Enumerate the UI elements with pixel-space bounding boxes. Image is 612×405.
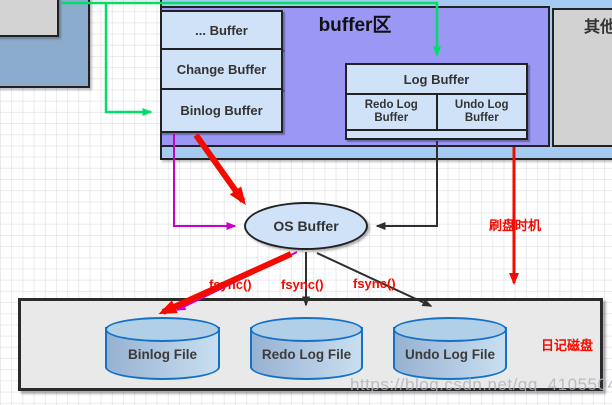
disk-label: 日记磁盘 <box>541 338 594 353</box>
log-buffer-title: Log Buffer <box>347 65 526 95</box>
os-buffer-ellipse: OS Buffer <box>244 202 368 250</box>
cylinder-top <box>105 317 220 342</box>
fsync-label-redo: fsync() <box>281 277 324 292</box>
redo-log-buffer-box: Redo Log Buffer <box>364 98 418 124</box>
background-window-titlebar <box>0 0 59 37</box>
undo-log-file-cylinder: Undo Log File <box>393 317 507 380</box>
redo-log-file-cylinder: Redo Log File <box>250 317 363 380</box>
fsync-label-binlog: fsync() <box>209 277 252 292</box>
binlog-file-cylinder: Binlog File <box>105 317 220 380</box>
log-buffer-box: Log Buffer Redo Log Buffer Undo Log Buff… <box>345 63 528 140</box>
redo-log-file-label: Redo Log File <box>261 347 352 362</box>
cylinder-top <box>393 317 507 342</box>
binlog-buffer-box: Binlog Buffer <box>160 88 283 133</box>
undo-log-file-label: Undo Log File <box>405 347 495 362</box>
change-buffer-box: Change Buffer <box>160 48 283 90</box>
flush-timing-label: 刷盘时机 <box>488 218 541 233</box>
undo-log-buffer-box: Undo Log Buffer <box>435 95 527 129</box>
binlog-file-label: Binlog File <box>128 347 197 362</box>
fsync-label-undo: fsync() <box>353 276 396 291</box>
log-buffer-row: Redo Log Buffer Undo Log Buffer <box>347 95 526 131</box>
other-box: 其他 <box>552 8 612 147</box>
log-buffer-strip <box>347 131 526 138</box>
green-arrow-to-binlog-buffer <box>104 4 153 116</box>
misc-buffer-box: ... Buffer <box>160 10 283 50</box>
watermark-url: https://blog.csdn.net/qq_41055045 <box>350 375 612 394</box>
cylinder-top <box>250 317 363 342</box>
